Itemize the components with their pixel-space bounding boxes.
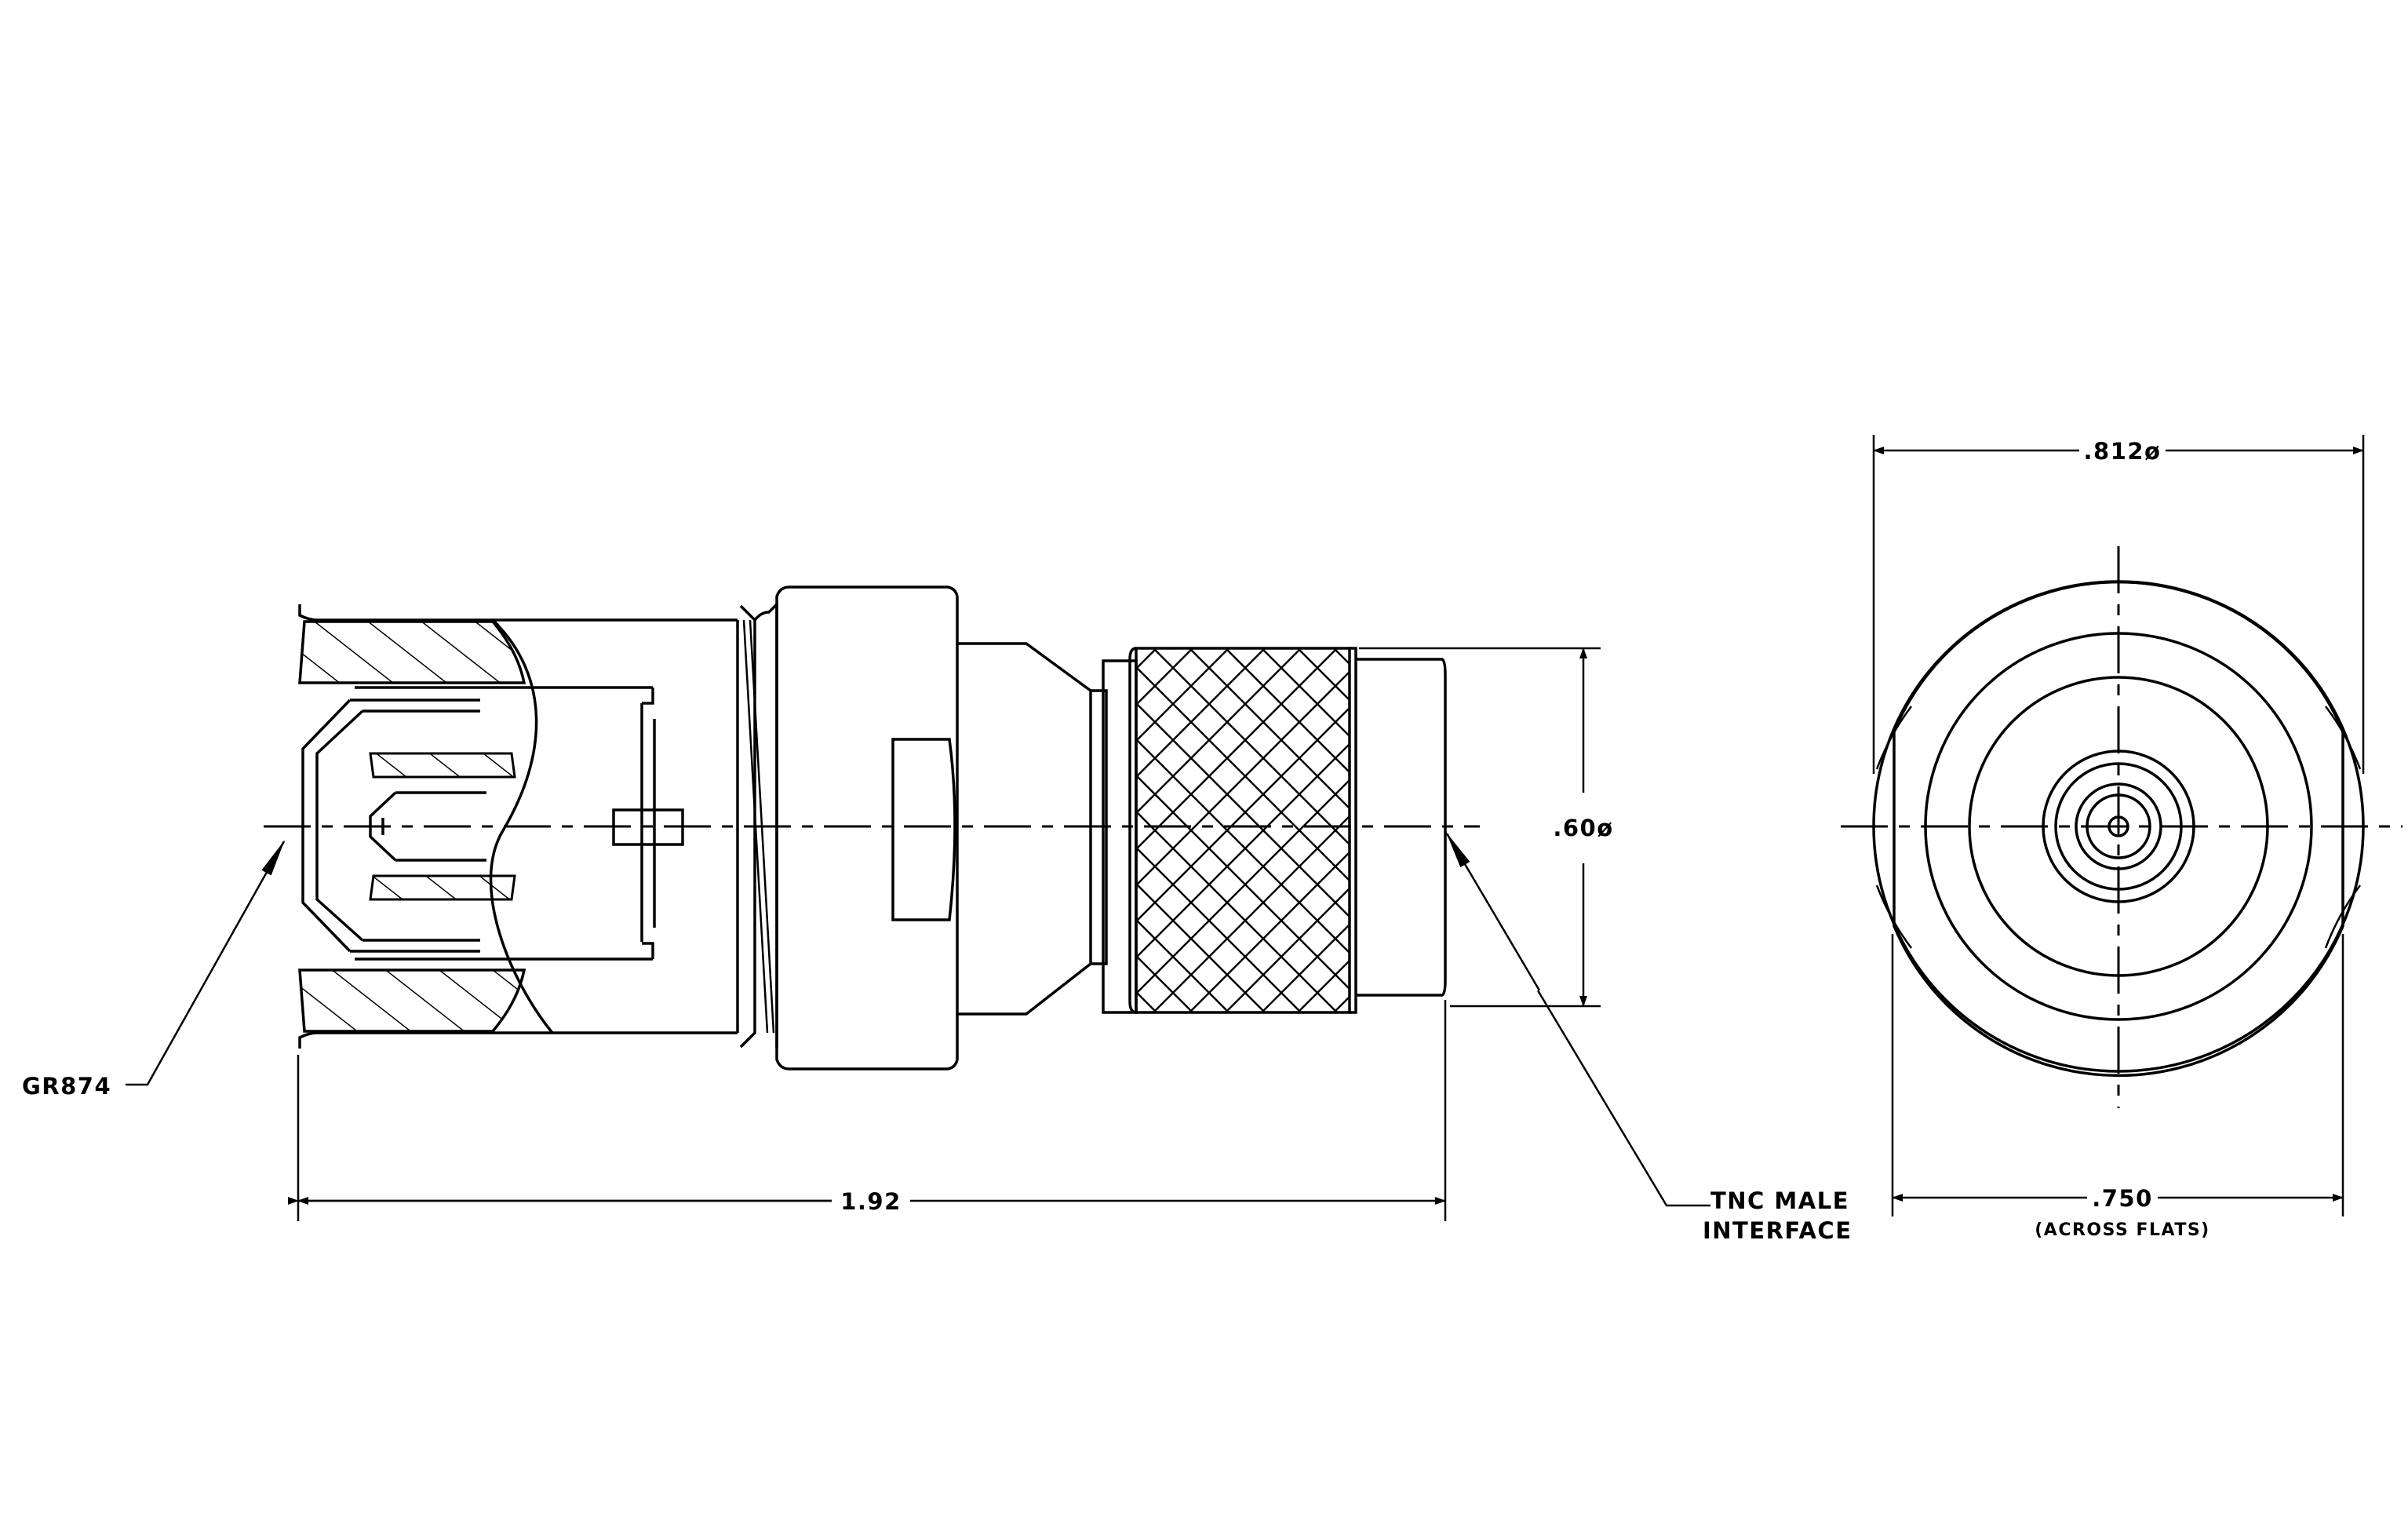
outer-diameter-label: .812ø — [2084, 438, 2162, 465]
hatched-wall-top — [298, 620, 526, 684]
tnc-label-line2: INTERFACE — [1703, 1217, 1852, 1244]
inner-contact — [301, 686, 684, 961]
break-line — [489, 618, 554, 1034]
gr874-outer-body — [298, 604, 738, 1049]
length-dimension: 1.92 — [288, 1000, 1447, 1221]
length-label: 1.92 — [840, 1188, 902, 1215]
diameter-label: .60ø — [1553, 815, 1613, 841]
side-view — [264, 585, 1480, 1071]
gr874-callout: GR874 — [22, 840, 286, 1100]
end-view — [1841, 546, 2403, 1108]
tnc-callout: TNC MALE INTERFACE — [1445, 832, 1852, 1244]
neck-taper — [957, 642, 1108, 1016]
tnc-label-line1: TNC MALE — [1710, 1187, 1849, 1214]
gr874-label: GR874 — [22, 1073, 111, 1100]
knurled-coupling-nut — [1102, 647, 1447, 1014]
outer-diameter-dimension: .812ø — [1872, 435, 2365, 774]
hatched-wall-bottom — [298, 968, 526, 1033]
diameter-dimension: .60ø — [1359, 647, 1613, 1008]
hex-nut — [775, 585, 959, 1071]
flats-label: .750 — [2092, 1185, 2153, 1212]
flats-note: (ACROSS FLATS) — [2035, 1220, 2210, 1240]
flats-dimension: .750 (ACROSS FLATS) — [1891, 934, 2344, 1240]
